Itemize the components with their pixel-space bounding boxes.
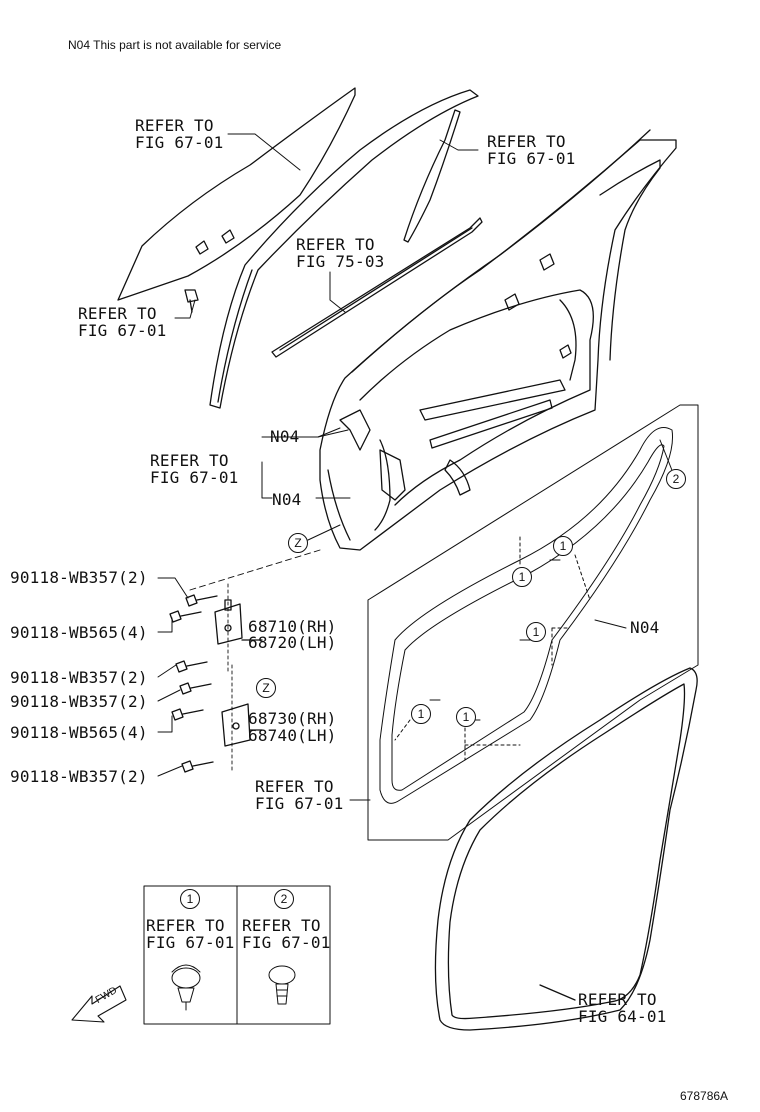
door-glass: [117, 87, 356, 313]
callout-1-c: 1: [526, 622, 546, 642]
clip2-ref-line2: FIG 67-01: [242, 933, 331, 952]
hinge-upper-rh: 68710(RH): [248, 617, 337, 636]
weather-ref-line2: FIG 67-01: [255, 794, 344, 813]
opening-ref-line1: REFER TO: [578, 990, 657, 1009]
part-number-2: 90118-WB565(4): [10, 623, 148, 642]
callout-1-e: 1: [456, 707, 476, 727]
door-panel: [319, 129, 677, 551]
part-number-4: 90118-WB357(2): [10, 692, 148, 711]
clip-box-callout-2: 2: [274, 889, 294, 909]
callout-z-door: Z: [288, 533, 308, 553]
bolt-ref-line2: FIG 67-01: [78, 321, 167, 340]
clip-box-callout-1: 1: [180, 889, 200, 909]
bolt-leaders: [157, 549, 321, 777]
belt-ref-line1: REFER TO: [296, 235, 375, 254]
drawing-code: 678786A: [680, 1089, 729, 1103]
hinge-upper-lh: 68720(LH): [248, 633, 337, 652]
bolt-ref-line1: REFER TO: [78, 304, 157, 323]
channel-ref-line1: REFER TO: [487, 132, 566, 151]
glass-ref-line2: FIG 67-01: [135, 133, 224, 152]
upper-hinge: [214, 583, 263, 673]
weather-ref-line1: REFER TO: [255, 777, 334, 796]
callout-2-top: 2: [666, 469, 686, 489]
glass-run-channel: [209, 89, 479, 409]
opening-ref-line2: FIG 64-01: [578, 1007, 667, 1026]
callout-1-b: 1: [512, 567, 532, 587]
fwd-arrow: [71, 985, 127, 1023]
glass-ref-line1: REFER TO: [135, 116, 214, 135]
belt-moulding: [271, 217, 483, 358]
callout-1-a: 1: [553, 536, 573, 556]
clip2-ref-line1: REFER TO: [242, 916, 321, 935]
door-opening-trim: [434, 667, 698, 1031]
n04-weatherstrip-label: N04: [630, 618, 660, 637]
lower-hinge: [221, 664, 263, 771]
door-ref-line1: REFER TO: [150, 451, 229, 470]
leader-lines: [174, 133, 479, 541]
clip-boxes: [143, 885, 331, 1025]
n04-upper-label: N04: [270, 427, 300, 446]
belt-ref-line2: FIG 75-03: [296, 252, 385, 271]
hinge-lower-rh: 68730(RH): [248, 709, 337, 728]
callout-z-hinge: Z: [256, 678, 276, 698]
part-number-5: 90118-WB565(4): [10, 723, 148, 742]
clip1-ref-line2: FIG 67-01: [146, 933, 235, 952]
part-number-3: 90118-WB357(2): [10, 668, 148, 687]
channel-ref-line2: FIG 67-01: [487, 149, 576, 168]
part-number-1: 90118-WB357(2): [10, 568, 148, 587]
hinge-bolts: [169, 594, 218, 773]
clip1-ref-line1: REFER TO: [146, 916, 225, 935]
door-ref-line2: FIG 67-01: [150, 468, 239, 487]
n04-lower-label: N04: [272, 490, 302, 509]
part-number-6: 90118-WB357(2): [10, 767, 148, 786]
callout-1-d: 1: [411, 704, 431, 724]
hinge-lower-lh: 68740(LH): [248, 726, 337, 745]
service-note: N04 This part is not available for servi…: [68, 38, 282, 52]
